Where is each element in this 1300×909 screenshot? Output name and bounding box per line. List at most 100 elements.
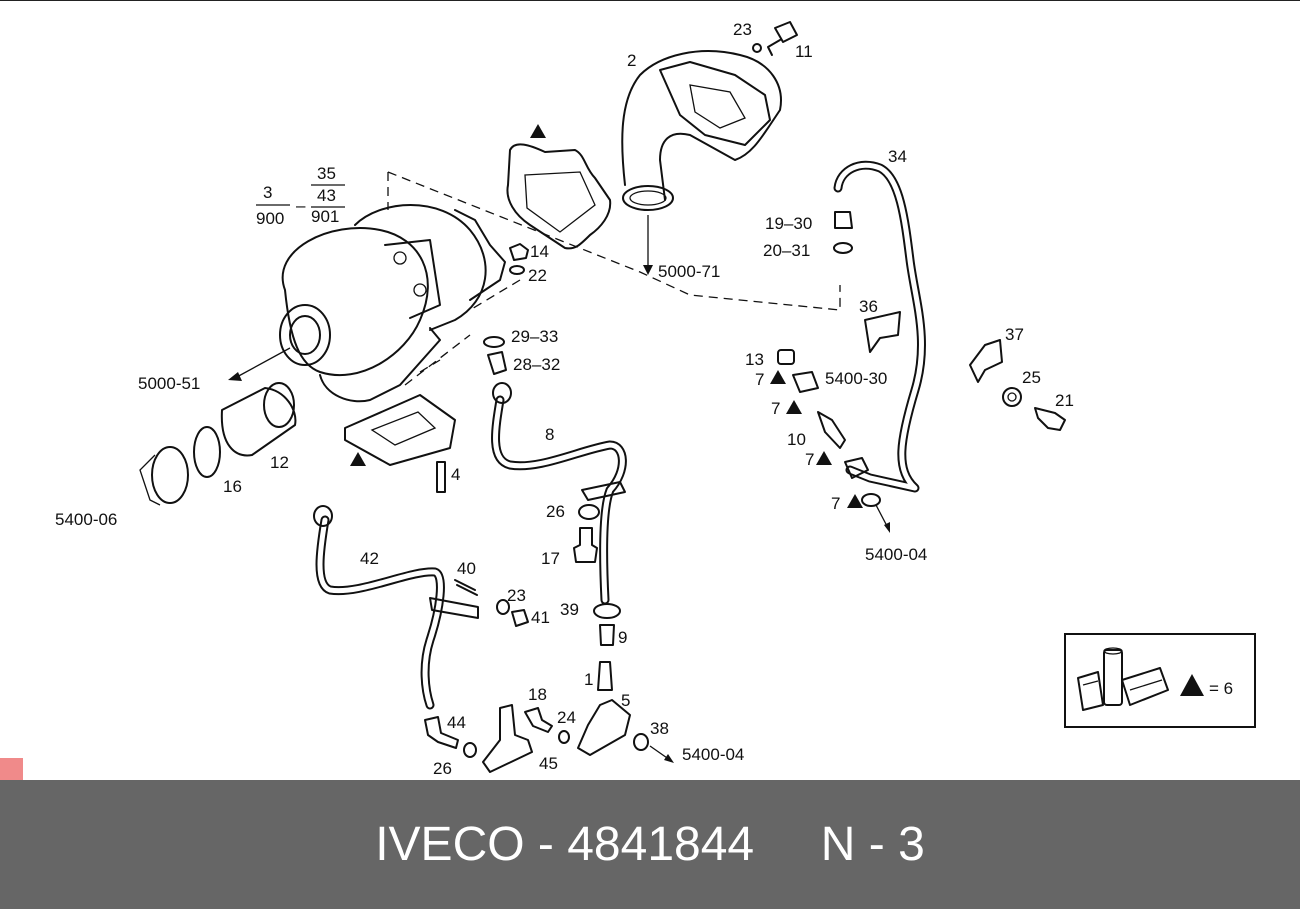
label-39: 39 bbox=[560, 600, 579, 619]
fitting-28-32 bbox=[487, 351, 507, 375]
footer-bar: IVECO - 4841844 N - 3 bbox=[0, 780, 1300, 909]
label-29-33: 29–33 bbox=[511, 327, 558, 346]
label-5400-06: 5400-06 bbox=[55, 510, 117, 529]
fitting-19-30 bbox=[834, 211, 853, 229]
top-border bbox=[0, 0, 1300, 1]
label-7c: 7 bbox=[805, 450, 814, 469]
label-23-lower: 23 bbox=[507, 586, 526, 605]
label-18: 18 bbox=[528, 685, 547, 704]
label-35: 35 bbox=[317, 164, 336, 183]
label-38: 38 bbox=[650, 719, 669, 738]
elbow-5400-06 bbox=[151, 446, 189, 504]
label-10: 10 bbox=[787, 430, 806, 449]
hose-end-lower bbox=[844, 457, 869, 479]
label-45: 45 bbox=[539, 754, 558, 773]
union-5400-30 bbox=[792, 371, 819, 393]
triangle-7a bbox=[770, 370, 786, 384]
label-19-30: 19–30 bbox=[765, 214, 812, 233]
exhaust-elbow bbox=[621, 50, 782, 211]
triangle-marker-flange bbox=[350, 452, 366, 466]
label-5400-04-right: 5400-04 bbox=[865, 545, 927, 564]
washer-26-lower bbox=[463, 742, 477, 758]
label-5400-30: 5400-30 bbox=[825, 369, 887, 388]
seal-lower bbox=[861, 493, 881, 507]
label-21: 21 bbox=[1055, 391, 1074, 410]
bolt-17 bbox=[573, 527, 598, 563]
tube-9 bbox=[599, 624, 615, 646]
label-2: 2 bbox=[627, 51, 636, 70]
spring-40 bbox=[454, 579, 478, 596]
ring-39 bbox=[593, 603, 621, 619]
label-dash: – bbox=[296, 196, 306, 215]
label-13: 13 bbox=[745, 350, 764, 369]
label-5: 5 bbox=[621, 691, 630, 710]
label-34: 34 bbox=[888, 147, 907, 166]
triangle-7d bbox=[847, 494, 863, 508]
guide-line-exhaust bbox=[469, 279, 521, 311]
label-9: 9 bbox=[618, 628, 627, 647]
label-43: 43 bbox=[317, 186, 336, 205]
bolt-18 bbox=[524, 707, 553, 733]
nut-41 bbox=[511, 609, 529, 627]
label-26-mid: 26 bbox=[546, 502, 565, 521]
ring-29-33 bbox=[483, 336, 505, 348]
label-5400-04-bottom: 5400-04 bbox=[682, 745, 744, 764]
bolt-44 bbox=[424, 716, 459, 749]
label-7b: 7 bbox=[771, 399, 780, 418]
washer-20-31 bbox=[833, 242, 853, 254]
washer-23-top bbox=[752, 43, 762, 53]
washer-26-mid bbox=[578, 504, 600, 520]
fitting-10 bbox=[817, 411, 846, 449]
exploded-parts-diagram: 3 900 – 35 43 901 2 23 11 14 22 5000-71 … bbox=[55, 20, 1256, 778]
label-22: 22 bbox=[528, 266, 547, 285]
guide-line-top bbox=[387, 171, 841, 311]
label-16: 16 bbox=[223, 477, 242, 496]
gasket-elbow bbox=[506, 124, 612, 250]
bracket-37 bbox=[969, 339, 1003, 383]
seal-38 bbox=[633, 733, 649, 751]
label-5000-71: 5000-71 bbox=[658, 262, 720, 281]
flange-gasket-lower bbox=[344, 394, 456, 466]
label-17: 17 bbox=[541, 549, 560, 568]
triangle-marker-gasket bbox=[530, 124, 546, 138]
guide-line-bottom bbox=[404, 334, 471, 386]
label-44: 44 bbox=[447, 713, 466, 732]
label-37: 37 bbox=[1005, 325, 1024, 344]
footer-part-number: IVECO - 4841844 N - 3 bbox=[375, 818, 925, 871]
sealant-tubes-icon bbox=[1077, 647, 1169, 711]
label-14: 14 bbox=[530, 242, 549, 261]
legend-triangle bbox=[1180, 674, 1204, 696]
label-11: 11 bbox=[795, 42, 813, 61]
label-3: 3 bbox=[263, 183, 272, 202]
label-24: 24 bbox=[557, 708, 576, 727]
label-7d: 7 bbox=[831, 494, 840, 513]
bracket-45 bbox=[482, 704, 533, 773]
washer-22 bbox=[509, 265, 525, 275]
bracket-36 bbox=[864, 311, 901, 353]
label-42: 42 bbox=[360, 549, 379, 568]
triangle-7b bbox=[786, 400, 802, 414]
label-12: 12 bbox=[270, 453, 289, 472]
bolt-21 bbox=[1034, 407, 1066, 431]
label-900: 900 bbox=[256, 209, 284, 228]
nut-14 bbox=[509, 243, 529, 261]
label-23-top: 23 bbox=[733, 20, 752, 39]
label-41: 41 bbox=[531, 608, 550, 627]
label-1: 1 bbox=[584, 670, 593, 689]
legend-box: = 6 bbox=[1064, 633, 1256, 728]
stud-4 bbox=[436, 461, 446, 493]
label-901: 901 bbox=[311, 207, 339, 226]
bolt-11 bbox=[767, 21, 798, 56]
label-8: 8 bbox=[545, 425, 554, 444]
label-28-32: 28–32 bbox=[513, 355, 560, 374]
triangle-7c bbox=[816, 451, 832, 465]
ring-16 bbox=[193, 426, 221, 478]
pipe-42 bbox=[315, 515, 445, 710]
label-5000-51: 5000-51 bbox=[138, 374, 200, 393]
flange-5 bbox=[577, 699, 631, 756]
label-40: 40 bbox=[457, 559, 476, 578]
label-36: 36 bbox=[859, 297, 878, 316]
label-25: 25 bbox=[1022, 368, 1041, 387]
label-26-lower: 26 bbox=[433, 759, 452, 778]
